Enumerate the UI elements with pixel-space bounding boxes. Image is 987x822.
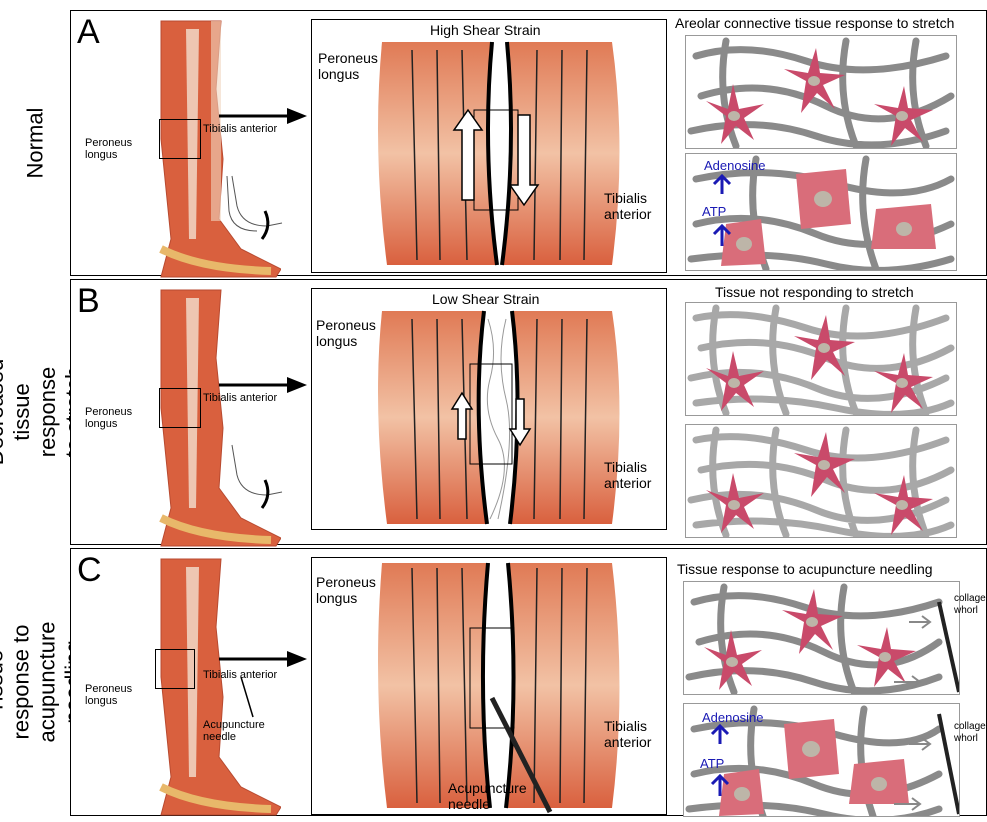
atp-label: ATP bbox=[700, 758, 724, 770]
closeup-label-tibialis: Tibialis anterior bbox=[604, 718, 664, 750]
zoom-arrow bbox=[219, 106, 309, 126]
closeup-label-peroneus: Peroneus longus bbox=[316, 574, 378, 606]
panel-c: C Peroneus longus Tibialis anterior Acup… bbox=[70, 548, 987, 816]
muscle-closeup: High Shear Strain Peroneus longus Tibial… bbox=[311, 19, 667, 273]
collagen-whorl-label-lower: collagen whorl bbox=[954, 721, 987, 745]
atp-label: ATP bbox=[702, 206, 726, 218]
connective-tissue-lower: Adenosine ATP bbox=[683, 703, 960, 817]
foot-flex-sketch bbox=[217, 171, 287, 241]
connective-tissue-lower bbox=[685, 424, 957, 538]
panel-a: A Peroneus longus Tibialis anterior bbox=[70, 10, 987, 276]
connective-tissue-lower: Adenosine ATP bbox=[685, 153, 957, 271]
leg-label-peroneus: Peroneus longus bbox=[85, 137, 145, 161]
zoom-box bbox=[159, 388, 201, 428]
zoom-arrow bbox=[219, 649, 309, 669]
collagen-whorl-label-upper: collagen whorl bbox=[954, 593, 987, 617]
panel-a-letter: A bbox=[77, 13, 100, 52]
zoom-box bbox=[155, 649, 195, 689]
leg-label-peroneus: Peroneus longus bbox=[85, 683, 145, 707]
closeup-title: Low Shear Strain bbox=[432, 291, 539, 307]
cells-title: Tissue response to acupuncture needling bbox=[677, 561, 933, 577]
muscle-closeup: Peroneus longus Tibialis anterior Acupun… bbox=[311, 557, 667, 815]
connective-tissue-upper bbox=[685, 302, 957, 416]
panel-b: B Peroneus longus Tibialis anterior bbox=[70, 279, 987, 545]
panel-a-side-label: Normal bbox=[0, 10, 70, 276]
panel-c-side-label: Tissue response to acupuncture needling bbox=[0, 548, 70, 816]
connective-tissue-upper bbox=[683, 581, 960, 695]
leg-label-needle: Acupuncture needle bbox=[203, 719, 283, 743]
leg-label-tibialis: Tibialis anterior bbox=[203, 669, 277, 681]
closeup-label-peroneus: Peroneus longus bbox=[316, 317, 378, 349]
leg-label-peroneus: Peroneus longus bbox=[85, 406, 145, 430]
adenosine-label: Adenosine bbox=[704, 160, 765, 172]
closeup-label-needle: Acupuncture needle bbox=[448, 780, 528, 812]
cells-title: Areolar connective tissue response to st… bbox=[675, 15, 954, 31]
panel-b-side-label: Decreased tissue response to stretch bbox=[0, 279, 70, 545]
foot-flex-sketch bbox=[217, 440, 287, 510]
closeup-label-tibialis: Tibialis anterior bbox=[604, 190, 664, 222]
connective-tissue-upper bbox=[685, 35, 957, 149]
panel-b-letter: B bbox=[77, 282, 100, 321]
adenosine-label: Adenosine bbox=[702, 712, 763, 724]
muscle-closeup: Low Shear Strain Peroneus longus Tibiali… bbox=[311, 288, 667, 530]
closeup-label-tibialis: Tibialis anterior bbox=[604, 459, 664, 491]
cells-title: Tissue not responding to stretch bbox=[715, 284, 914, 300]
zoom-box bbox=[159, 119, 201, 159]
closeup-title: High Shear Strain bbox=[430, 22, 541, 38]
closeup-label-peroneus: Peroneus longus bbox=[318, 50, 378, 82]
zoom-arrow bbox=[219, 375, 309, 395]
panel-c-letter: C bbox=[77, 551, 102, 590]
